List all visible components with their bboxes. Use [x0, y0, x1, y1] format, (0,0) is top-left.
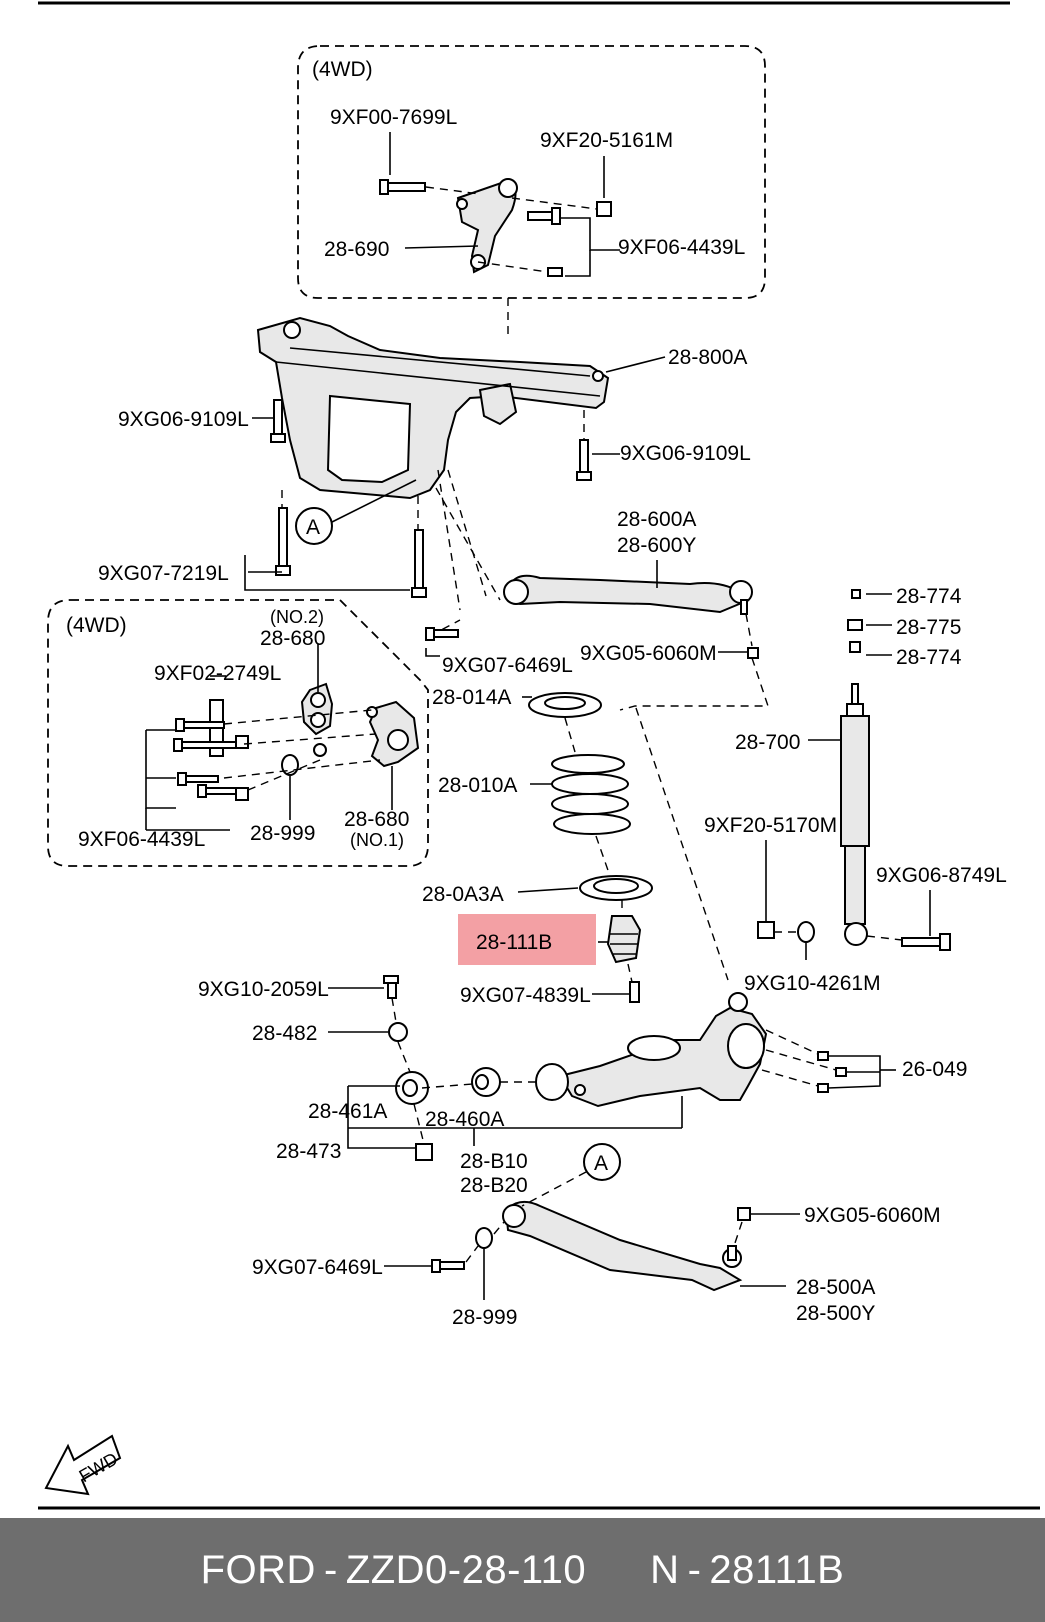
lower-arm-28-500a	[502, 1200, 743, 1292]
callout: 9XG07-4839L	[460, 984, 591, 1007]
callout: 9XF06-4439L	[618, 236, 745, 259]
crossmember-28-800a	[256, 316, 610, 500]
box-label-left: (4WD)	[66, 614, 127, 637]
callout: 9XF06-4439L	[78, 828, 205, 851]
callout: 28-600Y	[617, 534, 696, 557]
footer-part-number: 28111B	[709, 1547, 845, 1592]
callout: (NO.1)	[350, 830, 404, 850]
bolt-9xg07-6469l-lower	[431, 1259, 465, 1273]
marker-a-lower	[583, 1143, 621, 1181]
callout: 26-049	[902, 1058, 967, 1081]
callout: 28-800A	[668, 346, 747, 369]
labels: (4WD) (4WD) 9XF00-7699L 9XF20-5161M 28-6…	[66, 58, 1007, 1329]
callout: 28-B20	[460, 1174, 528, 1197]
callout: 28-010A	[438, 774, 517, 797]
callout: 9XG07-6469L	[252, 1256, 383, 1279]
callout: 28-460A	[425, 1108, 504, 1131]
callout: 9XG05-6060M	[580, 642, 717, 665]
seat-28-0a3a	[579, 875, 653, 901]
bracket-no1-28-680	[366, 700, 420, 768]
callout: 9XG07-6469L	[442, 654, 573, 677]
callout: 28-700	[735, 731, 800, 754]
nut-9xg05-6060m-lower	[737, 1207, 751, 1221]
knuckle-lower-arm	[535, 992, 768, 1108]
callout: 28-600A	[617, 508, 696, 531]
bolt-upper	[527, 207, 561, 225]
seat-28-014a	[528, 692, 602, 718]
callout: 9XG10-4261M	[744, 972, 881, 995]
callout: 28-999	[452, 1306, 517, 1329]
callout: 28-774	[896, 646, 962, 669]
callout: 9XG06-9109L	[118, 408, 249, 431]
callout: 9XG06-8749L	[876, 864, 1007, 887]
bushing-28-460a	[471, 1067, 501, 1097]
bracket-no2-28-680	[300, 682, 334, 757]
callout: 9XF20-5170M	[704, 814, 837, 837]
bolt-9xg06-8749l	[901, 933, 951, 951]
callout: 28-680	[260, 627, 325, 650]
callout: 9XG06-9109L	[620, 442, 751, 465]
highlight-label: 28-111B	[476, 931, 552, 954]
callout: 28-0A3A	[422, 883, 504, 906]
footer-oem-number: ZZD0-28-110	[345, 1547, 587, 1592]
footer-prefix: N	[650, 1547, 680, 1592]
callout: 28-680	[344, 808, 409, 831]
box-left-4wd	[47, 599, 429, 867]
fwd-arrow-icon: FWD	[44, 1434, 122, 1496]
callout: 28-482	[252, 1022, 317, 1045]
nut-28-473	[415, 1143, 433, 1161]
footer-sep: -	[323, 1547, 338, 1592]
bolts-26-049	[817, 1051, 847, 1093]
callout: 28-775	[896, 616, 961, 639]
footer-sep: -	[687, 1547, 702, 1592]
bumper-28-111b	[606, 915, 642, 964]
callout: (NO.2)	[270, 607, 324, 627]
bolt-9xg07-7219l-a	[275, 507, 291, 576]
bolt-lower	[547, 267, 563, 277]
callout: 9XF02-2749L	[154, 662, 281, 685]
nut-9xg05-6060m-upper	[747, 647, 759, 659]
bolt-9xg07-4839l	[629, 981, 640, 1003]
callout: 9XF00-7699L	[330, 106, 457, 129]
nut-9xf20-5161m	[596, 201, 612, 217]
callout: 9XG05-6060M	[804, 1204, 941, 1227]
bracket-28-690	[456, 178, 518, 274]
highlight-box	[458, 914, 596, 965]
callout: 28-774	[896, 585, 962, 608]
washer-28-999-lower	[475, 1227, 493, 1249]
bolts-9xf06-4439l	[173, 718, 249, 801]
washer-9xg10-4261m	[797, 921, 815, 943]
washer-28-482	[388, 1022, 408, 1042]
nut-9xf20-5170m	[757, 921, 775, 939]
bolt-9xg06-9109l-right	[576, 439, 592, 481]
bushing-28-461a	[395, 1071, 429, 1105]
spring-28-010a	[551, 754, 631, 835]
bolt-9xg07-6469l-upper	[425, 627, 459, 641]
bolt-9xf00-7699l	[379, 179, 426, 195]
marker-a-lower-text: A	[594, 1152, 608, 1175]
callout: 28-999	[250, 822, 315, 845]
footer-brand: FORD	[200, 1547, 316, 1592]
callout: 28-014A	[432, 686, 511, 709]
bolt-9xg07-7219l-b	[411, 529, 427, 598]
shock-28-700	[840, 589, 870, 946]
upper-arm-28-600a	[503, 574, 753, 615]
callout: 28-B10	[460, 1150, 528, 1173]
callout: 9XG10-2059L	[198, 978, 329, 1001]
marker-a-top	[295, 507, 333, 545]
callout: 28-461A	[308, 1100, 387, 1123]
bolt-9xg06-9109l-left	[270, 399, 286, 443]
callout: 28-500Y	[796, 1302, 875, 1325]
callout: 9XG07-7219L	[98, 562, 229, 585]
marker-a-top-text: A	[306, 516, 320, 539]
callout: 9XF20-5161M	[540, 129, 673, 152]
callout: 28-473	[276, 1140, 341, 1163]
parts-diagram: (4WD) (4WD) 9XF00-7699L 9XF20-5161M 28-6…	[38, 1, 1040, 1510]
callout: 28-690	[324, 238, 389, 261]
callout: 28-500A	[796, 1276, 875, 1299]
bolt-9xg10-2059l	[383, 975, 399, 999]
box-label-top: (4WD)	[312, 58, 373, 81]
